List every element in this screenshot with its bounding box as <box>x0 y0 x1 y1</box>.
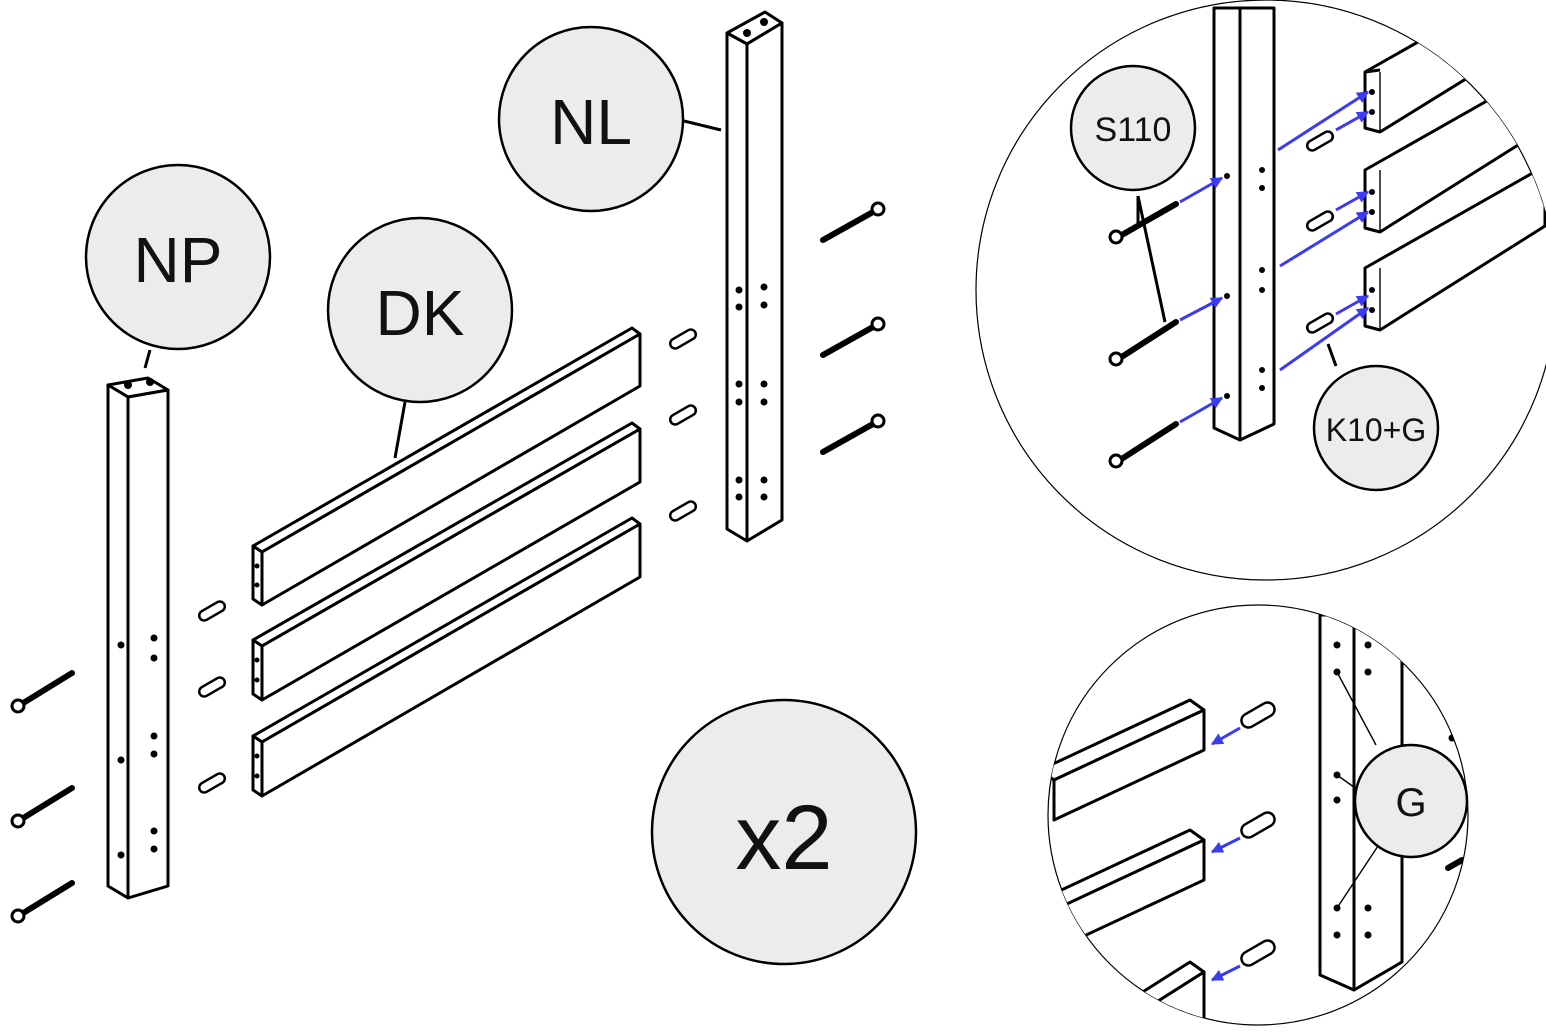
callout-dk-label: DK <box>376 277 465 349</box>
post-holes <box>735 283 768 501</box>
callout-g-label: G <box>1395 781 1426 825</box>
quantity-callout: x2 <box>650 698 918 966</box>
board-3 <box>251 516 642 798</box>
callout-k10g-label: K10+G <box>1326 412 1427 448</box>
callout-np: NP <box>84 163 272 369</box>
callout-dk: DK <box>326 216 514 459</box>
quantity-label: x2 <box>735 787 832 889</box>
post-holes <box>117 634 158 859</box>
callout-nl: NL <box>497 25 722 213</box>
right-post-nl <box>725 10 784 543</box>
board-1 <box>251 326 642 607</box>
callout-nl-label: NL <box>550 86 632 158</box>
callout-k10g: K10+G <box>1312 343 1440 492</box>
left-screws <box>10 670 75 924</box>
left-dowels <box>197 600 227 794</box>
callout-s110: S110 <box>1069 64 1197 323</box>
middle-dowels <box>668 328 698 522</box>
cross-boards-dk <box>251 326 642 798</box>
callout-np-label: NP <box>134 224 223 296</box>
board-2 <box>251 421 642 702</box>
detail-view-top: S110 K10+G <box>975 0 1546 581</box>
right-screws <box>820 201 886 455</box>
detail-view-bottom: G <box>1047 604 1469 1026</box>
left-post-np <box>106 376 170 900</box>
callout-g: G <box>1353 743 1469 859</box>
callout-s110-label: S110 <box>1095 111 1172 149</box>
